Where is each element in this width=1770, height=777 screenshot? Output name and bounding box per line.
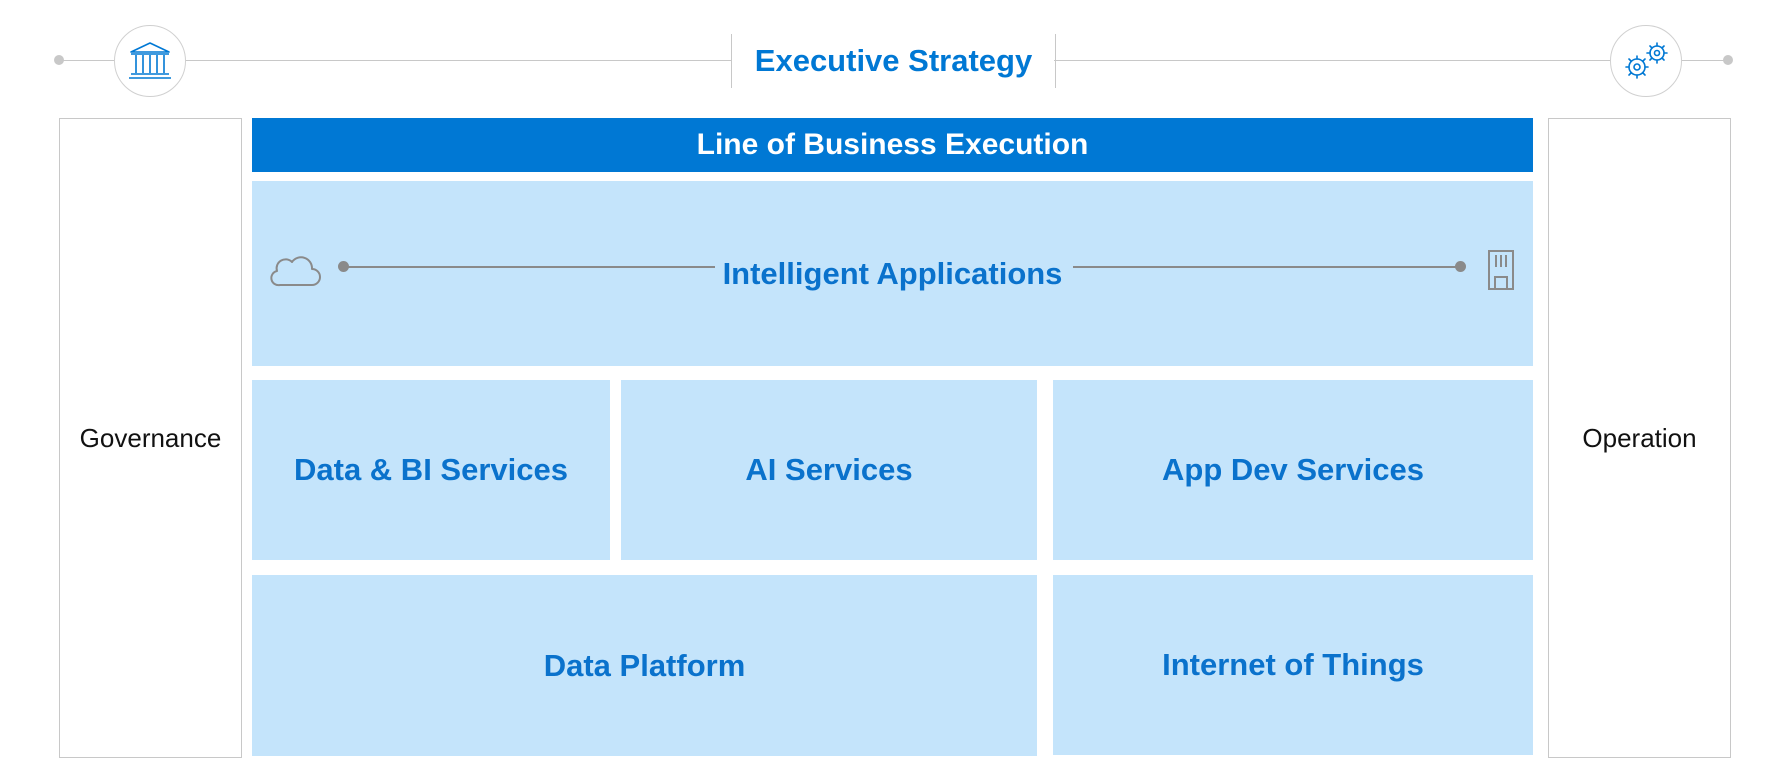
operation-pillar: Operation <box>1548 118 1731 758</box>
strategy-line-right <box>1054 60 1730 61</box>
gears-icon <box>1625 42 1668 79</box>
bank-icon <box>129 42 171 79</box>
internet-of-things-label: Internet of Things <box>1162 647 1424 682</box>
data-platform-tile: Data Platform <box>252 575 1037 756</box>
executive-strategy-title: Executive Strategy <box>731 34 1056 88</box>
line-of-business-label: Line of Business Execution <box>696 128 1089 161</box>
intelligent-applications-label: Intelligent Applications <box>722 255 1063 291</box>
operation-label: Operation <box>1582 422 1697 453</box>
bank-icon-circle <box>114 25 186 97</box>
apps-line-right <box>1073 266 1461 268</box>
apps-line-left <box>343 266 715 268</box>
governance-label: Governance <box>79 422 222 453</box>
data-bi-services-tile: Data & BI Services <box>252 380 610 560</box>
cloud-icon <box>270 256 321 287</box>
ai-services-label: AI Services <box>745 452 913 487</box>
intelligent-applications-tile: Intelligent Applications <box>252 181 1533 366</box>
app-dev-services-label: App Dev Services <box>1162 452 1424 487</box>
governance-pillar: Governance <box>59 118 242 758</box>
building-icon <box>1488 250 1514 290</box>
apps-line-right-dot <box>1455 261 1466 272</box>
data-platform-label: Data Platform <box>543 647 746 683</box>
line-of-business-bar: Line of Business Execution <box>252 118 1533 172</box>
data-bi-services-label: Data & BI Services <box>294 452 568 487</box>
gears-icon-circle <box>1610 25 1682 97</box>
app-dev-services-tile: App Dev Services <box>1053 380 1533 560</box>
internet-of-things-tile: Internet of Things <box>1053 575 1533 755</box>
strategy-line-right-end-dot <box>1723 55 1733 65</box>
ai-services-tile: AI Services <box>621 380 1037 560</box>
strategy-line-left <box>59 60 731 61</box>
